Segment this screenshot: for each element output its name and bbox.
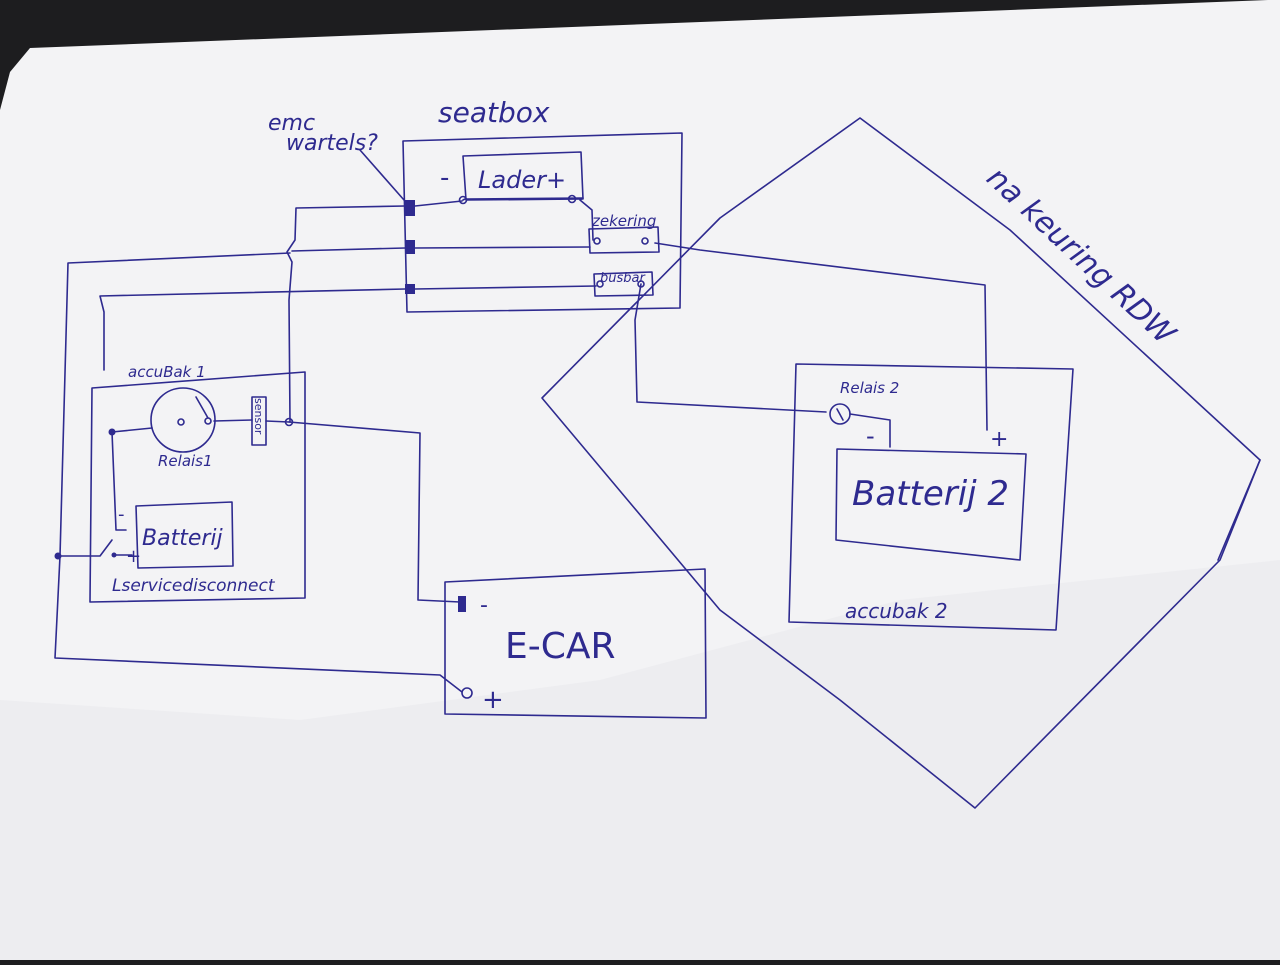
battery2-label: Batterij 2 xyxy=(852,474,1009,514)
battery1-plus-label: + xyxy=(126,546,141,567)
wire-zekering-battery2 xyxy=(654,242,988,431)
wire-seatbox-sensor xyxy=(286,205,406,423)
battery1-box xyxy=(135,501,234,569)
terminal-icon xyxy=(641,237,649,245)
emc-arrow xyxy=(359,149,405,201)
accubak2-label: accubak 2 xyxy=(845,599,948,623)
relais2-label: Relais 2 xyxy=(840,379,899,397)
ecar-minus-label: - xyxy=(480,593,488,618)
wire-relais2-battery2-minus xyxy=(849,413,891,448)
battery1-label: Batterij xyxy=(142,526,224,551)
terminal-icon xyxy=(461,687,473,699)
terminal-icon xyxy=(458,195,468,205)
battery1-minus-label: - xyxy=(118,504,125,525)
wire-lader-zekering xyxy=(465,197,594,241)
terminal-icon xyxy=(596,280,604,288)
battery2-box xyxy=(835,448,1027,561)
wire-gland1-lader xyxy=(414,200,463,207)
seatbox-box xyxy=(402,132,683,313)
terminal-icon xyxy=(593,237,601,245)
wire-sensor-ecar xyxy=(288,421,461,603)
wire-seatbox-left xyxy=(59,252,291,557)
relay-icon xyxy=(150,387,216,453)
accubak1-label: accuBak 1 xyxy=(128,363,206,381)
wire-gland3-busbar xyxy=(414,285,597,290)
busbar-label: busbar xyxy=(600,271,646,286)
lader-box xyxy=(462,151,584,201)
busbar-box xyxy=(593,271,654,297)
paper-shadow xyxy=(0,560,1280,960)
na-keuring-region xyxy=(541,117,1261,809)
ecar-plus-label: + xyxy=(482,685,504,715)
sensor-label: sensor xyxy=(252,398,265,435)
battery2-plus-label: + xyxy=(990,427,1008,452)
terminal-icon xyxy=(458,596,466,612)
wire-seatbox-accubak xyxy=(99,288,406,371)
gland-icon xyxy=(405,200,415,294)
wire-left-ecar-plus xyxy=(54,555,463,693)
ecar-box xyxy=(444,568,707,719)
relais1-label: Relais1 xyxy=(158,452,213,470)
zekering-label: zekering xyxy=(591,212,656,230)
ecar-label: E-CAR xyxy=(505,626,616,667)
servicedisconnect-label: Lservicedisconnect xyxy=(112,576,276,596)
accubak2-box xyxy=(788,363,1074,631)
terminal-icon xyxy=(567,194,577,204)
seatbox-label: seatbox xyxy=(438,96,550,129)
battery2-minus-label: - xyxy=(866,422,875,450)
emc-label-line1: emc xyxy=(268,111,315,136)
lader-label: Lader+ xyxy=(478,166,566,194)
emc-label-line2: wartels? xyxy=(286,131,378,156)
zekering-box xyxy=(588,226,660,254)
wire-gland2-zekering xyxy=(414,246,591,249)
accubak1-box xyxy=(89,371,306,603)
lader-minus-label: - xyxy=(440,163,449,193)
